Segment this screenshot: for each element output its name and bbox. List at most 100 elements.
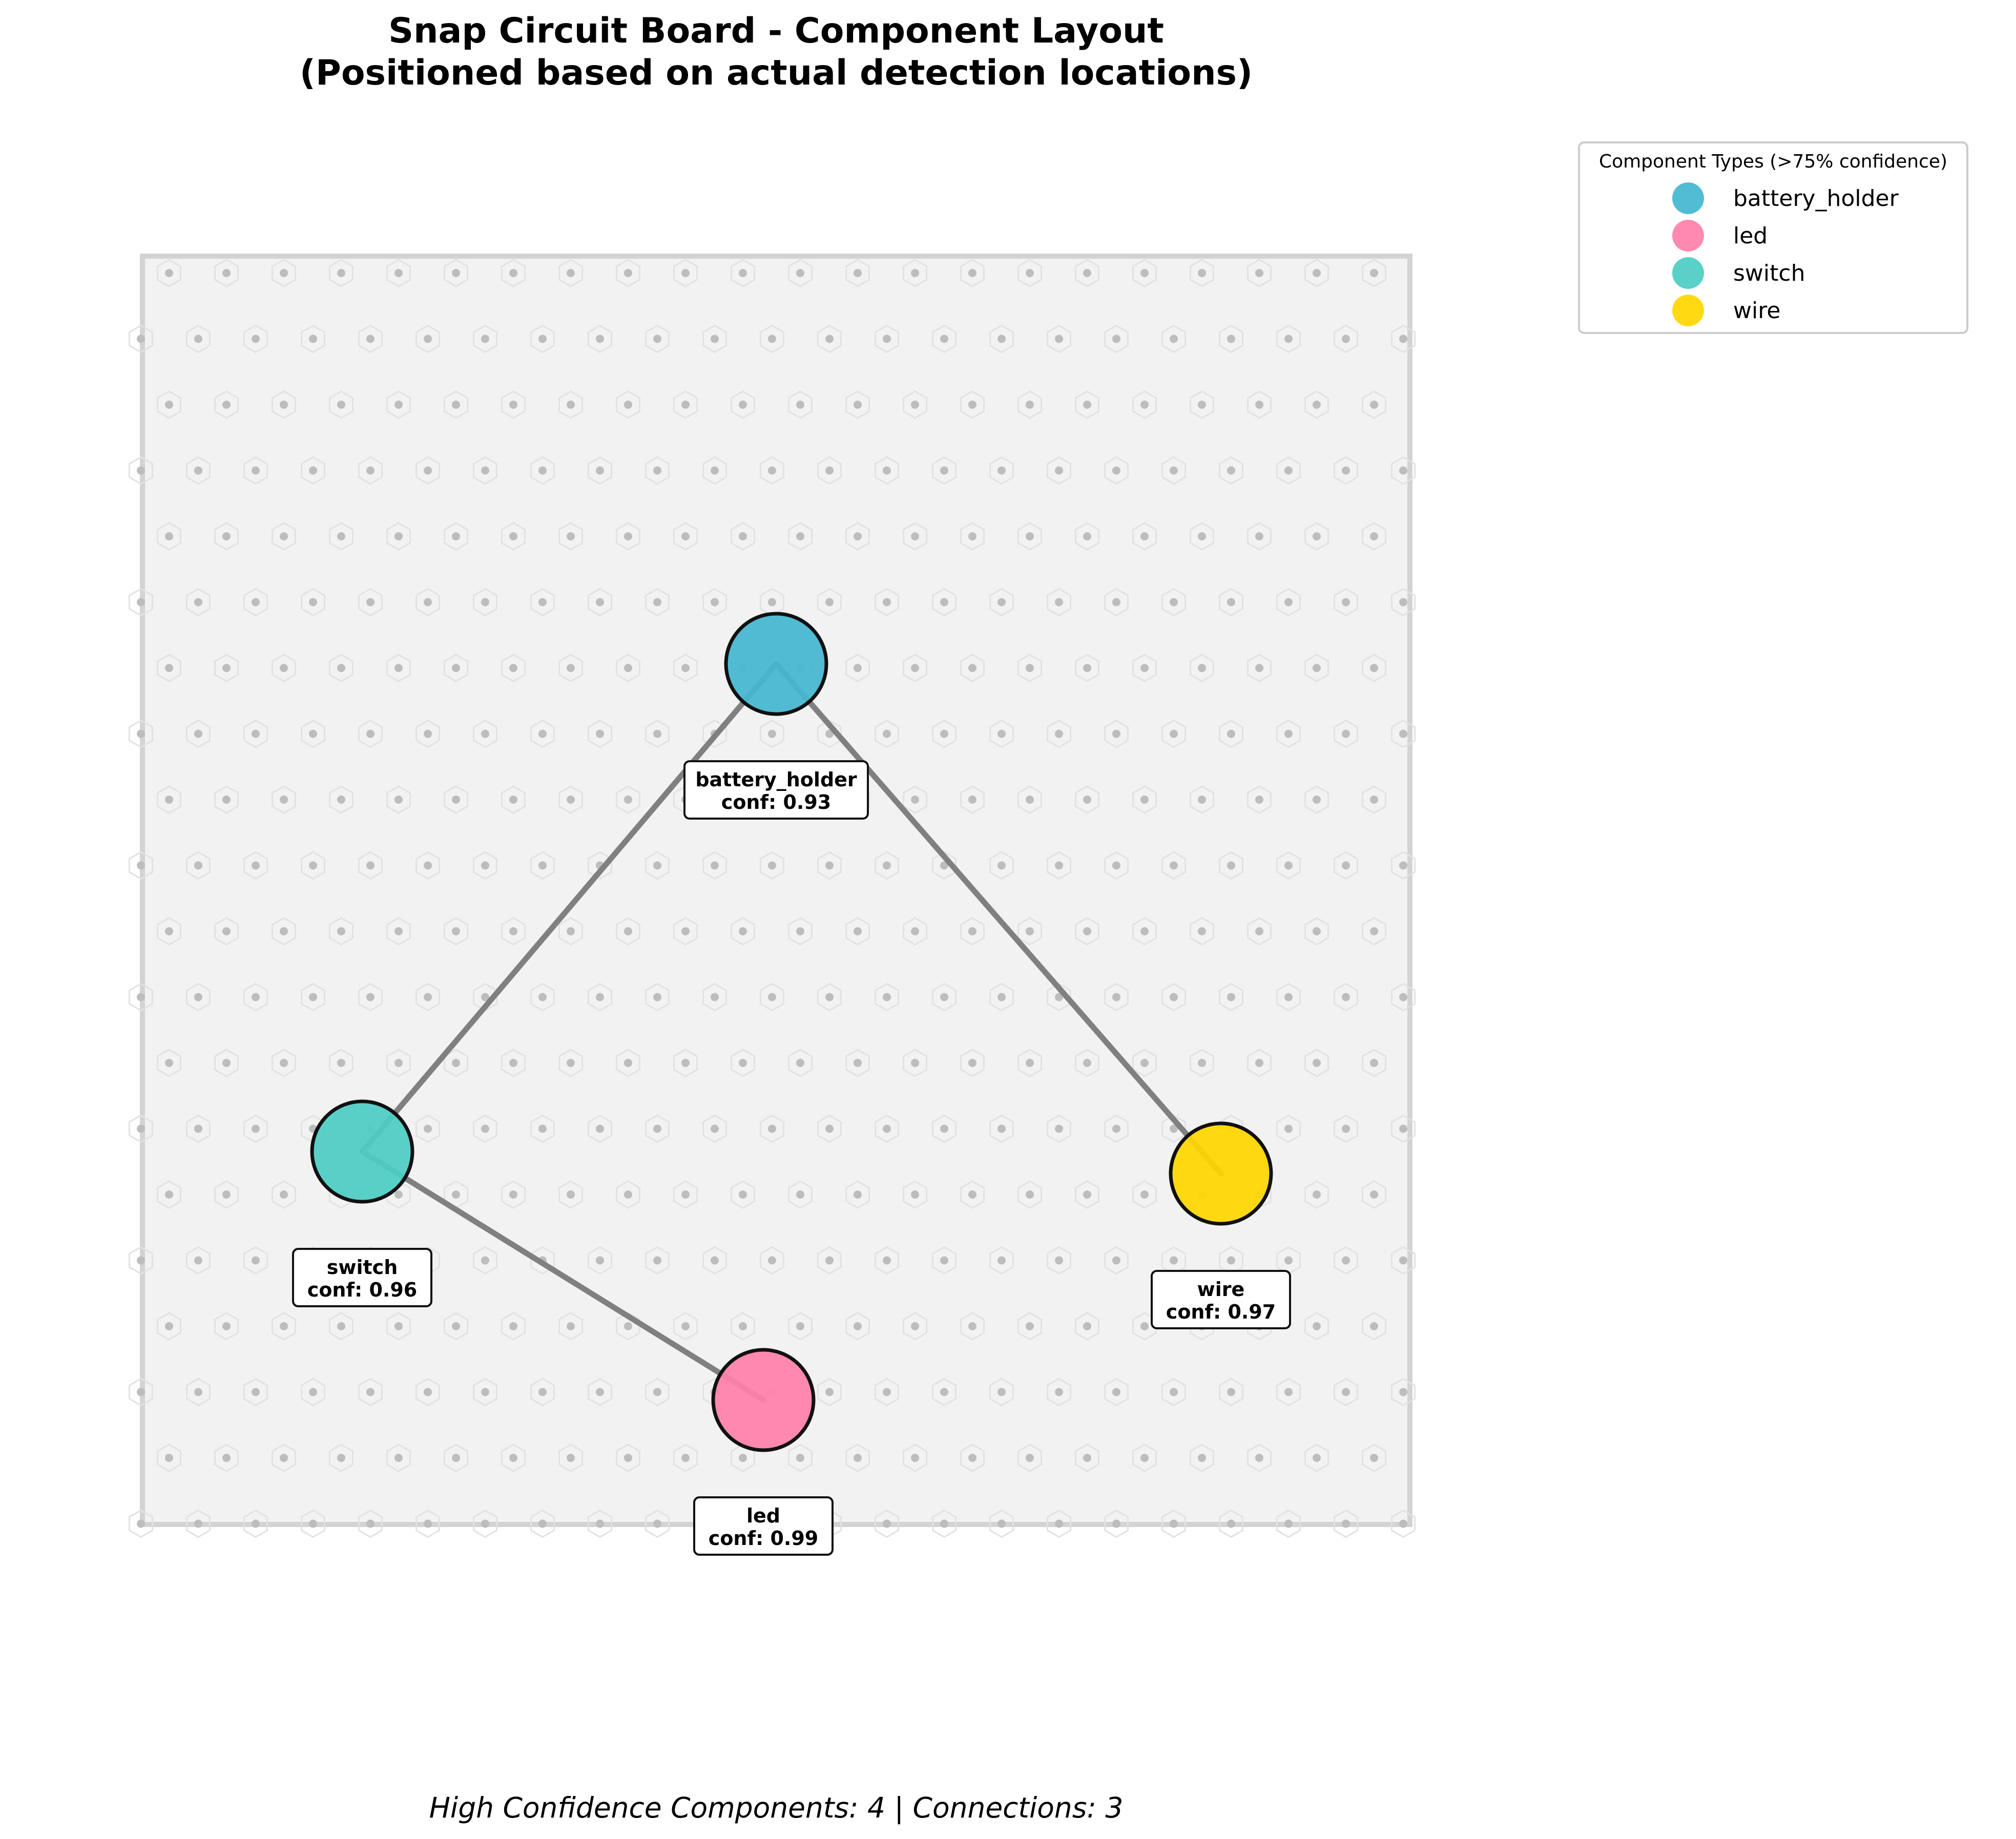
peg-outline [473, 588, 497, 617]
peg-outline [415, 456, 440, 485]
peg-dot [739, 401, 747, 409]
peg-outline [702, 851, 727, 880]
peg-dot [452, 1190, 460, 1199]
peg-outline [1219, 983, 1243, 1012]
peg-dot [481, 861, 489, 870]
peg-outline [932, 456, 957, 485]
peg-dot [1284, 335, 1293, 343]
peg-outline [186, 1509, 211, 1538]
peg-dot [1227, 1256, 1235, 1265]
peg-dot [394, 269, 403, 277]
peg-outline [960, 785, 985, 814]
peg-dot [883, 1519, 891, 1528]
peg-dot [768, 1256, 776, 1265]
peg-dot [194, 1256, 202, 1265]
peg-outline [616, 654, 640, 682]
peg-dot [1227, 861, 1235, 870]
peg-dot [309, 861, 317, 870]
peg-dot [1284, 1388, 1293, 1396]
peg-outline [673, 654, 698, 682]
peg-dot [567, 1454, 575, 1462]
legend: Component Types (>75% confidence) batter… [1578, 141, 1968, 334]
peg-outline [501, 1444, 526, 1472]
peg-outline [760, 1114, 784, 1143]
connection-line [359, 661, 779, 1155]
peg-outline [129, 1246, 153, 1275]
peg-outline [903, 654, 927, 682]
peg-outline [214, 785, 239, 814]
peg-outline [186, 324, 211, 353]
peg-dot [509, 532, 517, 540]
peg-outline [1334, 588, 1358, 617]
peg-dot [1198, 796, 1206, 804]
peg-outline [960, 522, 985, 551]
peg-dot [538, 466, 547, 475]
connection-line [773, 661, 1224, 1177]
peg-dot [452, 532, 460, 540]
peg-dot [424, 1519, 432, 1528]
peg-outline [1104, 1377, 1129, 1407]
peg-dot [137, 729, 145, 738]
peg-dot [1255, 1059, 1263, 1067]
peg-dot [1284, 861, 1293, 870]
peg-dot [796, 269, 804, 277]
peg-outline [1017, 390, 1042, 419]
peg-outline [645, 1509, 670, 1538]
peg-outline [1247, 917, 1272, 946]
peg-outline [760, 719, 784, 748]
peg-dot [1342, 1124, 1350, 1133]
peg-outline [1391, 588, 1416, 617]
peg-outline [214, 654, 239, 682]
peg-dot [1370, 1322, 1378, 1330]
peg-outline [444, 522, 468, 551]
peg-dot [1313, 269, 1321, 277]
peg-outline [845, 522, 870, 551]
peg-dot [222, 1322, 231, 1330]
peg-outline [129, 719, 153, 748]
peg-outline [1334, 1377, 1358, 1407]
peg-dot [596, 598, 604, 607]
peg-dot [596, 993, 604, 1001]
peg-outline [731, 1444, 755, 1472]
peg-dot [1112, 1124, 1120, 1133]
peg-outline [1276, 983, 1301, 1012]
peg-dot [452, 796, 460, 804]
peg-outline [960, 1444, 985, 1472]
peg-outline [875, 1246, 899, 1275]
component-type-label: led [746, 1504, 780, 1527]
peg-outline [386, 654, 411, 682]
peg-outline [788, 522, 813, 551]
legend-label: led [1733, 223, 1768, 249]
peg-outline [645, 456, 670, 485]
peg-outline [1362, 1312, 1386, 1341]
peg-outline [616, 1444, 640, 1472]
peg-outline [932, 324, 957, 353]
peg-dot [653, 1256, 661, 1265]
legend-marker [1672, 182, 1704, 214]
peg-dot [1112, 335, 1120, 343]
peg-outline [1047, 324, 1071, 353]
peg-outline [1362, 654, 1386, 682]
peg-outline [415, 851, 440, 880]
peg-outline [845, 917, 870, 946]
peg-outline [1334, 324, 1358, 353]
peg-outline [588, 1246, 612, 1275]
peg-dot [165, 269, 173, 277]
peg-dot [911, 664, 919, 672]
peg-dot [796, 1059, 804, 1067]
peg-outline [157, 1049, 181, 1077]
peg-outline [989, 588, 1014, 617]
peg-outline [1362, 785, 1386, 814]
peg-outline [1104, 1509, 1129, 1538]
peg-outline [157, 917, 181, 946]
peg-dot [509, 269, 517, 277]
peg-outline [903, 1180, 927, 1209]
peg-dot [596, 1388, 604, 1396]
peg-dot [1313, 1190, 1321, 1199]
peg-dot [309, 1388, 317, 1396]
peg-dot [424, 861, 432, 870]
peg-dot [997, 1388, 1006, 1396]
peg-outline [358, 851, 383, 880]
peg-dot [1399, 1124, 1407, 1133]
